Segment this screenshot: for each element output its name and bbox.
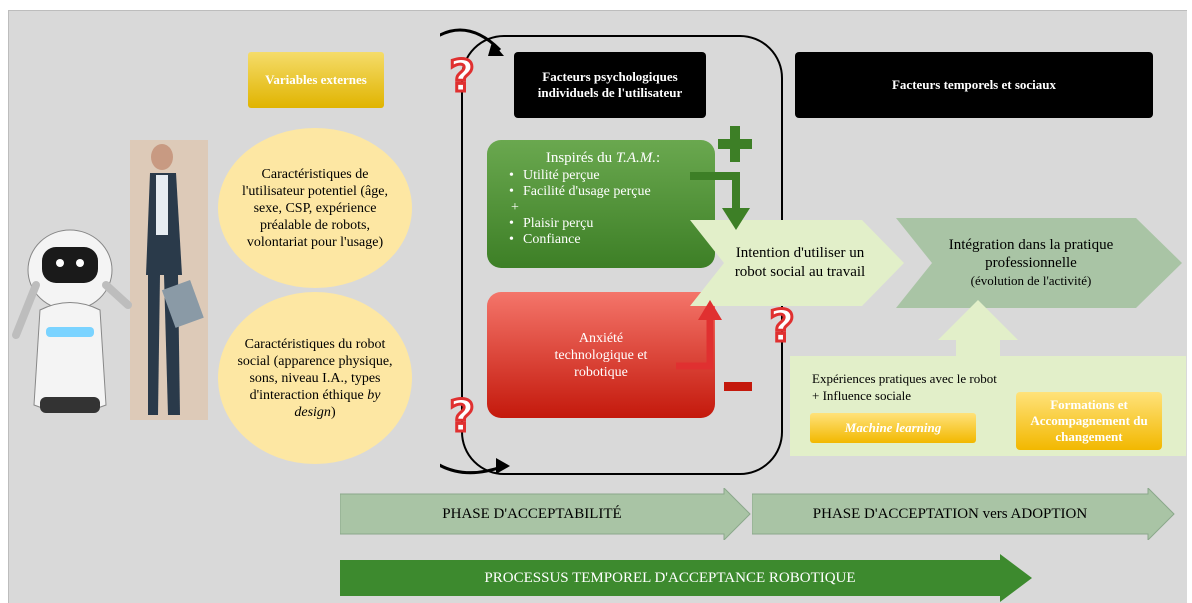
header-facteurs-temporels-label: Facteurs temporels et sociaux: [891, 77, 1057, 92]
phase-acceptation-text: PHASE D'ACCEPTATION vers ADOPTION: [752, 494, 1148, 534]
intention-arrow-shape: [690, 220, 904, 306]
integration-arrow-shape: [896, 218, 1182, 308]
intention-text: Intention d'utiliser un robot social au …: [730, 226, 870, 300]
header-facteurs-psychologiques-label: Facteurs psychologiques individuels de l…: [537, 69, 683, 100]
question-mark-icon: ?: [448, 50, 477, 103]
red-bent-arrow: [676, 300, 722, 370]
phase-acceptabilite-arrow-shape: [340, 488, 751, 540]
oval-robot-text-italic: by design: [294, 387, 381, 420]
tam-item: Confiance: [509, 232, 709, 248]
header-facteurs-temporels: Facteurs temporels et sociaux: [795, 52, 1153, 118]
header-facteurs-psychologiques: Facteurs psychologiques individuels de l…: [514, 52, 706, 118]
intention-label: Intention d'utiliser un robot social au …: [734, 245, 866, 280]
minus-sign-icon: [724, 382, 752, 391]
machine-learning-box: Machine learning: [810, 413, 976, 443]
oval-caracteristiques-utilisateur: Caractéristiques de l'utilisateur potent…: [218, 128, 412, 288]
tam-item-plus: +: [511, 200, 519, 215]
integration-line1: Intégration dans la pratique professionn…: [948, 237, 1114, 271]
machine-learning-label: Machine learning: [844, 420, 942, 435]
processus-text: PROCESSUS TEMPOREL D'ACCEPTANCE ROBOTIQU…: [340, 560, 1000, 596]
tam-title-suffix: :: [655, 150, 661, 166]
experience-line1: Expériences pratiques avec le robot: [812, 371, 997, 386]
processus-label: PROCESSUS TEMPOREL D'ACCEPTANCE ROBOTIQU…: [484, 569, 856, 586]
header-variables-externes: Variables externes: [248, 52, 384, 108]
tam-item: Utilité perçue: [509, 168, 709, 184]
tam-box: Inspirés du T.A.M.: Utilité perçue Facil…: [487, 140, 715, 268]
experience-line2: + Influence sociale: [812, 388, 912, 403]
oval-caracteristiques-robot: Caractéristiques du robot social (appare…: [218, 292, 412, 464]
question-mark-icon: ?: [448, 390, 477, 443]
formations-label: Formations et Accompagnement du changeme…: [1030, 397, 1148, 444]
phase-acceptation-label: PHASE D'ACCEPTATION vers ADOPTION: [812, 505, 1088, 522]
experience-text: Expériences pratiques avec le robot + In…: [812, 370, 1012, 404]
tam-item: Plaisir perçu: [509, 216, 709, 232]
processus-arrow-shape: [340, 554, 1032, 602]
phase-acceptabilite-label: PHASE D'ACCEPTABILITÉ: [442, 505, 622, 522]
integration-text: Intégration dans la pratique professionn…: [936, 224, 1126, 302]
oval-robot-text-prefix: Caractéristiques du robot social (appare…: [237, 336, 393, 403]
plus-sign-icon: [718, 126, 752, 162]
tam-item: Facilité d'usage perçue: [509, 184, 709, 200]
anxiete-box: Anxiété technologique et robotique: [487, 292, 715, 418]
oval-robot-text: Caractéristiques du robot social (appare…: [234, 336, 396, 421]
tam-title-prefix: Inspirés du: [545, 150, 616, 166]
oval-robot-text-suffix: ): [330, 404, 336, 420]
robot-and-person-photo: [12, 140, 208, 420]
phase-acceptation-arrow-shape: [752, 488, 1175, 540]
oval-utilisateur-text: Caractéristiques de l'utilisateur potent…: [242, 166, 388, 250]
tam-title: Inspirés du T.A.M.:: [497, 150, 709, 166]
phase-acceptabilite-text: PHASE D'ACCEPTABILITÉ: [340, 494, 724, 534]
formations-box: Formations et Accompagnement du changeme…: [1016, 392, 1162, 450]
green-bent-arrow: [690, 172, 750, 230]
header-variables-externes-label: Variables externes: [265, 72, 367, 87]
integration-line2: (évolution de l'activité): [970, 273, 1092, 288]
tam-list: Utilité perçue Facilité d'usage perçue +…: [497, 168, 709, 248]
anxiete-text: Anxiété technologique et robotique: [554, 330, 648, 380]
tam-title-italic: T.A.M.: [615, 150, 656, 166]
question-mark-icon: ?: [768, 300, 797, 353]
